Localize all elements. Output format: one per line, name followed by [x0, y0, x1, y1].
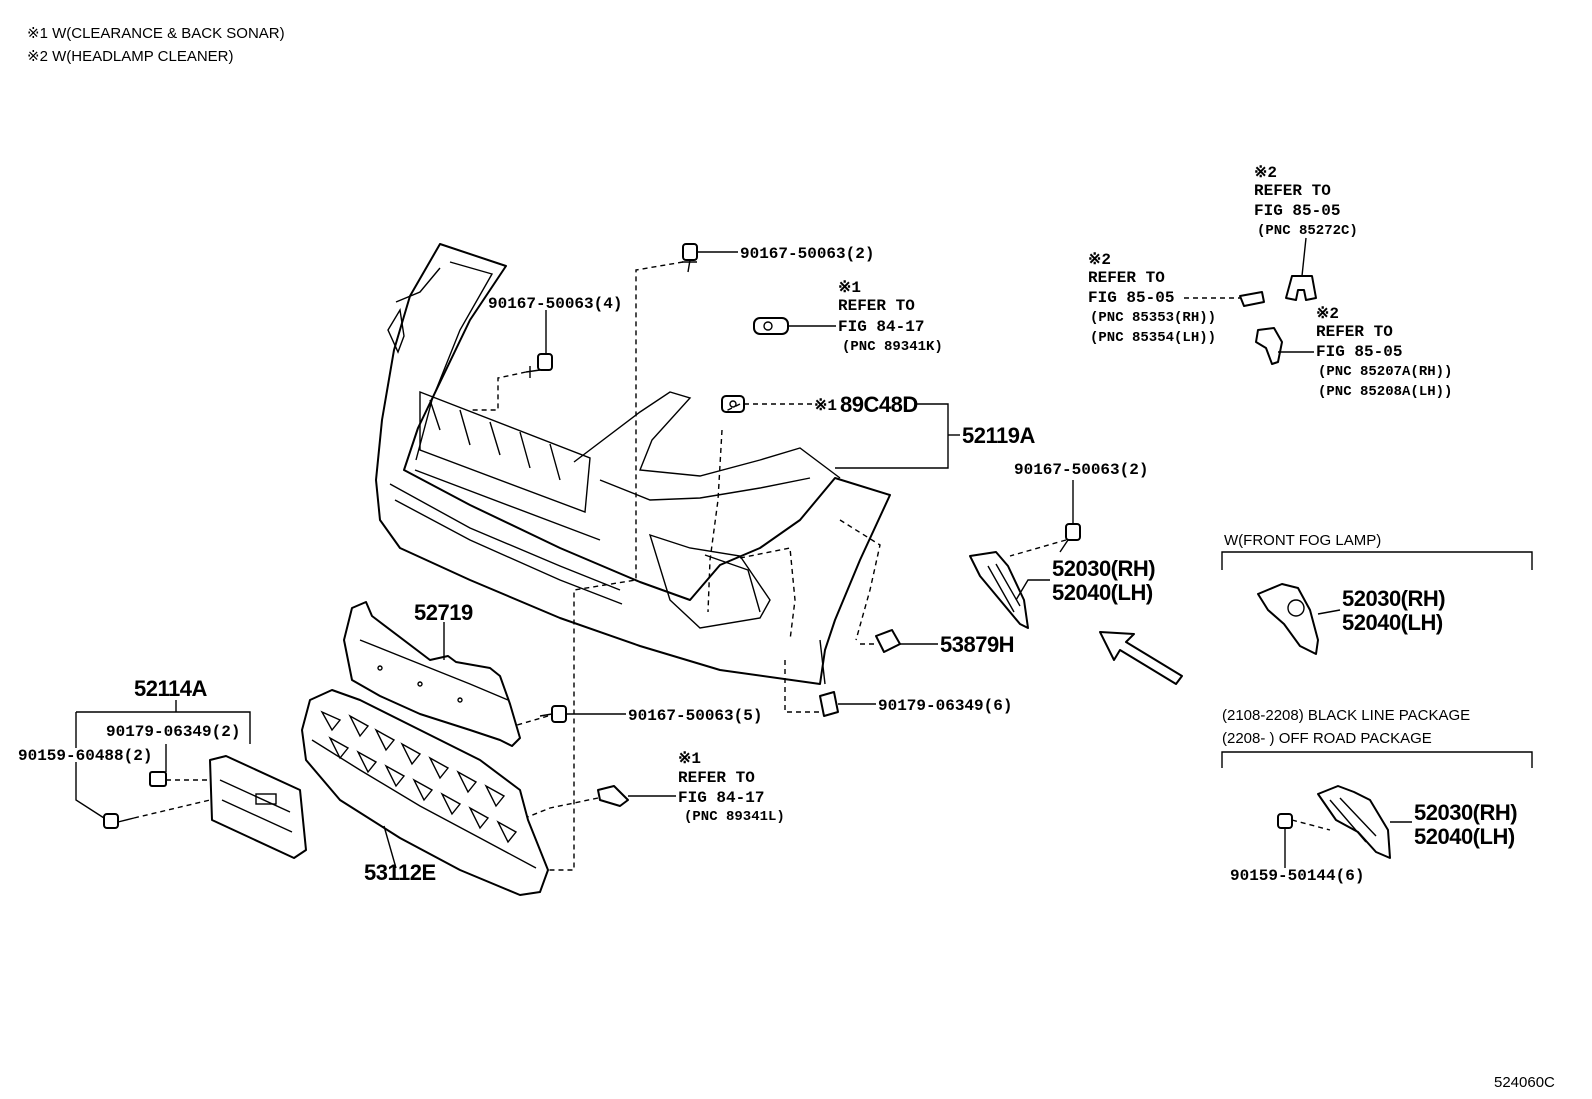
label-52114a: 52114A	[134, 676, 207, 701]
bumper-cover-drawing	[375, 243, 891, 685]
label-hc-noz-1: REFER TO	[1316, 323, 1393, 341]
label-bolt-5: 90167-50063(5)	[628, 707, 762, 725]
label-clip-90179-2: 90179-06349(2)	[106, 723, 240, 741]
package-line-2: (2208- ) OFF ROAD PACKAGE	[1222, 730, 1432, 747]
label-53112e: 53112E	[364, 860, 436, 885]
label-pkg-rh: 52030(RH)	[1414, 800, 1517, 825]
label-pkg-screw: 90159-50144(6)	[1230, 867, 1364, 885]
label-grille-mark: ※1	[678, 750, 701, 768]
bracket-52719-drawing	[343, 601, 521, 747]
label-grille-ref-pnc: (PNC 89341L)	[684, 809, 785, 825]
label-hc-top-mark: ※2	[1254, 164, 1277, 182]
label-pkg-lh: 52040(LH)	[1414, 824, 1515, 849]
label-hc-noz-mark: ※2	[1316, 305, 1339, 323]
assembly-lines	[133, 261, 1067, 871]
note-headlamp-cleaner: ※2 W(HEADLAMP CLEANER)	[27, 48, 234, 65]
label-52719: 52719	[414, 600, 473, 625]
label-hc-noz-pnc-rh: (PNC 85207A(RH))	[1318, 364, 1452, 380]
label-bolt-left-4: 90167-50063(4)	[488, 295, 622, 313]
label-sensor-ref-2: FIG 84-17	[838, 318, 924, 336]
label-bolt-right-2: 90167-50063(2)	[1014, 461, 1148, 479]
diagram-id: 524060C	[1494, 1074, 1555, 1091]
label-hc-noz-2: FIG 85-05	[1316, 343, 1402, 361]
label-screw-90159-2: 90159-60488(2)	[18, 747, 152, 765]
label-fog-lh: 52040(LH)	[1342, 610, 1443, 635]
label-sensor-ref-pnc: (PNC 89341K)	[842, 339, 943, 355]
label-hc-top-2: FIG 85-05	[1254, 202, 1340, 220]
fog-lamp-panel: W(FRONT FOG LAMP)	[1221, 532, 1533, 655]
label-sensor-ref-mark: ※1	[838, 279, 861, 297]
label-clip-90179-6: 90179-06349(6)	[878, 697, 1012, 715]
note-clearance-sonar: ※1 W(CLEARANCE & BACK SONAR)	[27, 25, 285, 42]
fasteners	[103, 243, 1081, 829]
label-hc-cap-pnc-lh: (PNC 85354(LH))	[1090, 330, 1216, 346]
package-panel: (2108-2208) BLACK LINE PACKAGE (2208- ) …	[1221, 707, 1533, 859]
package-line-1: (2108-2208) BLACK LINE PACKAGE	[1222, 707, 1470, 724]
fog-panel-title: W(FRONT FOG LAMP)	[1224, 532, 1381, 549]
label-89c48d-mark: ※1	[814, 397, 837, 415]
label-hc-cap-2: FIG 85-05	[1088, 289, 1174, 307]
label-89c48d: 89C48D	[840, 392, 918, 417]
label-grille-ref-2: FIG 84-17	[678, 789, 764, 807]
label-hc-noz-pnc-lh: (PNC 85208A(LH))	[1318, 384, 1452, 400]
label-cover-rh: 52030(RH)	[1052, 556, 1155, 581]
label-53879h: 53879H	[940, 632, 1014, 657]
label-sensor-ref-1: REFER TO	[838, 297, 915, 315]
label-hc-cap-pnc-rh: (PNC 85353(RH))	[1090, 310, 1216, 326]
label-bolt-top-2: 90167-50063(2)	[740, 245, 874, 263]
label-52119a: 52119A	[962, 423, 1035, 448]
label-fog-rh: 52030(RH)	[1342, 586, 1445, 611]
label-hc-top-1: REFER TO	[1254, 182, 1331, 200]
leader-lines	[75, 237, 1412, 869]
fog-cover-main-drawing	[969, 551, 1029, 629]
view-arrow	[1099, 631, 1183, 685]
label-hc-cap-1: REFER TO	[1088, 269, 1165, 287]
part-labels: 90167-50063(2) 90167-50063(4) ※1 REFER T…	[18, 164, 1555, 1091]
bracket-52114a-drawing	[209, 755, 307, 859]
label-hc-cap-mark: ※2	[1088, 251, 1111, 269]
headlamp-cleaner-drawing	[1239, 275, 1317, 365]
label-cover-lh: 52040(LH)	[1052, 580, 1153, 605]
label-hc-top-pnc: (PNC 85272C)	[1257, 223, 1358, 239]
grille-53112e-drawing	[301, 689, 549, 896]
label-grille-ref-1: REFER TO	[678, 769, 755, 787]
